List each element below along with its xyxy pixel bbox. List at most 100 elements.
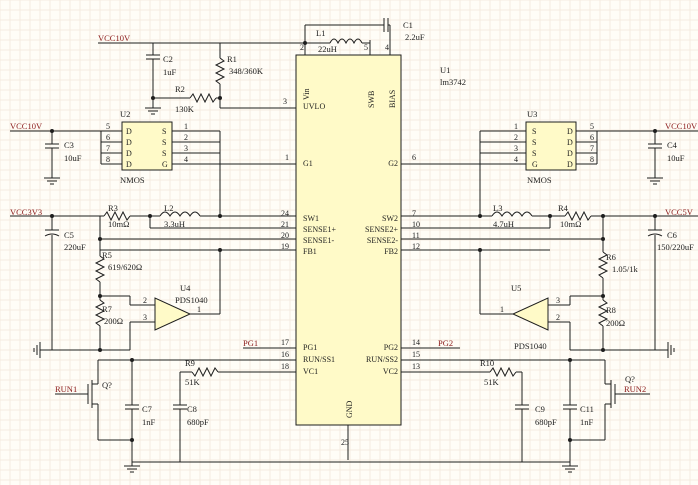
u1-pin-14-num: 14	[412, 338, 420, 347]
u1-pin-fb1: FB1	[303, 247, 317, 256]
u1-pin-swb-name: SWB	[367, 91, 376, 108]
u3-s3: S	[532, 149, 536, 158]
r8-value: 200Ω	[606, 318, 625, 328]
r6-ref: R6	[606, 252, 616, 262]
u2-pin3: 3	[184, 144, 188, 153]
r5-value: 619/620Ω	[108, 262, 142, 272]
c2-ref: C2	[163, 54, 173, 64]
c1-ref: C1	[403, 20, 413, 30]
c8-ref: C8	[187, 404, 197, 414]
net-pg1[interactable]: PG1	[243, 338, 258, 348]
u5-ref: U5	[511, 283, 521, 293]
net-run1[interactable]: RUN1	[55, 384, 77, 394]
net-vcc3v3[interactable]: VCC3V3	[10, 207, 42, 217]
u2-s2: S	[162, 138, 166, 147]
u1-pin-24-num: 24	[281, 209, 289, 218]
u1-pin-g2: G2	[388, 159, 398, 168]
u1-pin-25-num: 25	[341, 438, 349, 447]
u2-d1: D	[126, 127, 132, 136]
c6-value: 150/220uF	[657, 242, 694, 252]
q-left-ref: Q?	[102, 380, 112, 390]
u3-s1: S	[532, 127, 536, 136]
u4-value: PDS1040	[175, 295, 208, 305]
r9-ref: R9	[185, 358, 195, 368]
r1-value: 348/360K	[229, 66, 264, 76]
c4-ref: C4	[667, 140, 678, 150]
u3-pin5: 5	[590, 122, 594, 131]
r2-value: 130K	[175, 104, 195, 114]
l1-value: 22uH	[318, 44, 337, 54]
u1-pin-sense2p: SENSE2+	[365, 225, 398, 234]
net-vcc10v-top[interactable]: VCC10V	[98, 33, 131, 43]
c9-ref: C9	[535, 404, 545, 414]
u3-d4: D	[567, 160, 573, 169]
l2-value: 3.3uH	[164, 219, 185, 229]
u3-g: G	[532, 160, 538, 169]
u1-part: lm3742	[440, 77, 466, 87]
u1-pin-15-num: 15	[412, 350, 420, 359]
u1-pin-bias-name: BIAS	[388, 90, 397, 108]
r6-value: 1.05/1k	[612, 264, 638, 274]
r1-ref: R1	[227, 54, 237, 64]
r7-value: 200Ω	[104, 316, 123, 326]
u2-pin4: 4	[184, 155, 188, 164]
top-input-section: VCC10V C2 1uF R1 348/360K R2 130K L1 22u…	[98, 18, 425, 115]
c11-ref: C11	[580, 404, 594, 414]
c5-ref: C5	[64, 230, 74, 240]
u3-s2: S	[532, 138, 536, 147]
u1-pin-runss2: RUN/SS2	[366, 355, 398, 364]
u2-g: G	[162, 160, 168, 169]
u2-ref: U2	[120, 109, 130, 119]
u1-pin-20-num: 20	[281, 231, 289, 240]
u3-pin8: 8	[590, 155, 594, 164]
u1-pin-vc2: VC2	[383, 367, 398, 376]
u1-pin-13-num: 13	[412, 362, 420, 371]
c9-value: 680pF	[535, 417, 557, 427]
u1-pin-6-num: 6	[412, 153, 416, 162]
u1-ref: U1	[440, 65, 450, 75]
r4-ref: R4	[558, 203, 569, 213]
u2-value: NMOS	[120, 175, 145, 185]
c7-ref: C7	[142, 404, 152, 414]
u2-nmos[interactable]: VCC10V C3 10uF U2 NMOS D D D D S S S G 5…	[10, 109, 296, 216]
c6-ref: C6	[667, 230, 677, 240]
net-vcc10v-left[interactable]: VCC10V	[10, 121, 43, 131]
u2-d3: D	[126, 149, 132, 158]
u1-pin-19-num: 19	[281, 242, 289, 251]
net-pg2[interactable]: PG2	[438, 338, 453, 348]
u1-pin-uvlo: UVLO	[303, 102, 325, 111]
u1-pin-vc1: VC1	[303, 367, 318, 376]
u1-pin-sense1p: SENSE1+	[303, 225, 336, 234]
u2-pin7: 7	[106, 144, 110, 153]
net-vcc5v[interactable]: VCC5V	[665, 207, 694, 217]
u2-pin6: 6	[106, 133, 110, 142]
r9-value: 51K	[185, 377, 201, 387]
u2-pin5: 5	[106, 122, 110, 131]
u1-pin-3-num: 3	[283, 97, 287, 106]
u4-pin3: 3	[143, 313, 147, 322]
u1-ic[interactable]: U1 lm3742 2 5 4 Vin SWB BIAS UVLO G1 SW1…	[281, 40, 466, 460]
u5-pin2: 2	[556, 313, 560, 322]
u1-pin-g1: G1	[303, 159, 313, 168]
c4-value: 10uF	[667, 153, 685, 163]
c2-value: 1uF	[163, 67, 177, 77]
u2-d4: D	[126, 160, 132, 169]
u2-s1: S	[162, 127, 166, 136]
right-output-stage: VCC5V L3 4.7uH R4 10mΩ C6 150/220uF R6	[401, 203, 698, 358]
u3-nmos[interactable]: VCC10V C4 10uF U3 NMOS S S S G D D D D 1…	[401, 109, 698, 216]
l1-ref: L1	[316, 28, 325, 38]
u3-pin4: 4	[514, 155, 518, 164]
r5-ref: R5	[102, 250, 112, 260]
u2-s3: S	[162, 149, 166, 158]
u1-pin-17-num: 17	[281, 338, 289, 347]
u1-pin-sw2: SW2	[382, 214, 398, 223]
net-vcc10v-right[interactable]: VCC10V	[665, 121, 698, 131]
net-run2[interactable]: RUN2	[624, 384, 646, 394]
u4-pin1: 1	[197, 305, 201, 314]
u1-pin-21-num: 21	[281, 220, 289, 229]
r10-ref: R10	[480, 358, 494, 368]
c8-value: 680pF	[187, 417, 209, 427]
u4-pin2: 2	[143, 296, 147, 305]
r10-value: 51K	[484, 377, 500, 387]
u3-value: NMOS	[527, 175, 552, 185]
